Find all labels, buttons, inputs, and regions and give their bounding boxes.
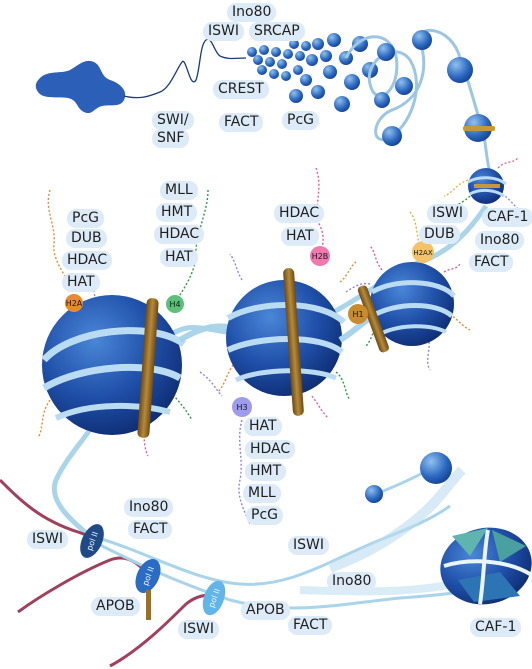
label-h3-hmt: HMT xyxy=(245,462,287,481)
label-pcg-top: PcG xyxy=(282,111,319,130)
label-h2a-hat: HAT xyxy=(62,273,100,292)
h2ax-marker: H2AX xyxy=(412,241,434,263)
label-h2b-hat: HAT xyxy=(281,227,319,246)
label-h3-hat: HAT xyxy=(244,417,282,436)
right-nucleosome xyxy=(443,157,525,213)
h2a-marker: H2A xyxy=(65,294,83,312)
label-apob-left: APOB xyxy=(91,597,140,616)
label-ino80-bottom-right: Ino80 xyxy=(327,572,377,591)
label-h4-mll: MLL xyxy=(160,181,198,200)
h3-marker-text: H3 xyxy=(236,403,247,412)
h2a-marker-text: H2A xyxy=(66,299,83,308)
label-h3-pcg: PcG xyxy=(246,506,283,525)
label-h3-mll: MLL xyxy=(243,484,281,503)
nucleosome-3 xyxy=(345,211,471,371)
label-h2a-pcg: PcG xyxy=(67,209,104,228)
label-swi-snf-2: SNF xyxy=(152,129,190,148)
label-h4-hmt: HMT xyxy=(156,203,198,222)
h3-marker: H3 xyxy=(232,397,252,417)
h2b-marker: H2B xyxy=(310,246,330,266)
label-srcap: SRCAP xyxy=(249,22,305,41)
label-crest: CREST xyxy=(213,80,269,99)
linker-band xyxy=(463,126,495,131)
label-ino80-top: Ino80 xyxy=(227,3,277,22)
h1-marker: H1 xyxy=(348,304,368,324)
coiled-beads xyxy=(374,30,492,146)
nucleosome-2 xyxy=(217,167,357,525)
label-h4-hdac: HDAC xyxy=(154,225,205,244)
h4-marker-text: H4 xyxy=(169,300,180,309)
label-h2a-hdac: HDAC xyxy=(62,251,113,270)
h1-marker-text: H1 xyxy=(352,310,363,319)
label-iswi-top: ISWI xyxy=(203,22,244,41)
fork-strand-right xyxy=(328,466,466,573)
label-h2b-hdac: HDAC xyxy=(274,204,325,223)
h2ax-marker-text: H2AX xyxy=(413,249,433,257)
h4-marker: H4 xyxy=(166,295,184,313)
label-ino80-right: Ino80 xyxy=(475,231,525,250)
bead-cloud xyxy=(247,33,378,112)
label-iswi-bottom-right: ISWI xyxy=(288,536,329,555)
coiled-fiber xyxy=(344,28,492,173)
h2b-marker-text: H2B xyxy=(312,252,329,261)
bead-pair xyxy=(365,452,452,503)
label-fact-bottom-mid: FACT xyxy=(288,616,333,635)
swi-snf-blob xyxy=(35,60,126,114)
label-h2a-dub: DUB xyxy=(66,229,107,248)
label-caf1-right: CAF-1 xyxy=(482,208,532,227)
label-h3-hdac: HDAC xyxy=(245,440,296,459)
pol-ii-3: pol II xyxy=(202,580,226,616)
fiber-thread xyxy=(123,38,247,99)
label-fact-bottom-left: FACT xyxy=(128,520,173,539)
label-apob-mid: APOB xyxy=(241,601,290,620)
label-h4-hat: HAT xyxy=(160,248,198,267)
label-caf1-bottom: CAF-1 xyxy=(470,618,522,637)
label-dub-right: DUB xyxy=(419,225,460,244)
label-fact-right: FACT xyxy=(469,253,514,272)
label-iswi-bottom-mid: ISWI xyxy=(178,620,219,639)
label-iswi-bottom-left: ISWI xyxy=(27,530,68,549)
pol-ii-1: pol II xyxy=(80,524,104,558)
disassembled-nucleosome xyxy=(440,527,532,605)
label-ino80-bottom-left: Ino80 xyxy=(124,498,174,517)
label-swi-snf-1: SWI/ xyxy=(152,111,194,130)
pol-ii-2: pol II xyxy=(135,559,161,620)
nucleosome-1 xyxy=(37,189,223,457)
label-iswi-right: ISWI xyxy=(427,204,468,223)
label-fact-top: FACT xyxy=(219,113,264,132)
